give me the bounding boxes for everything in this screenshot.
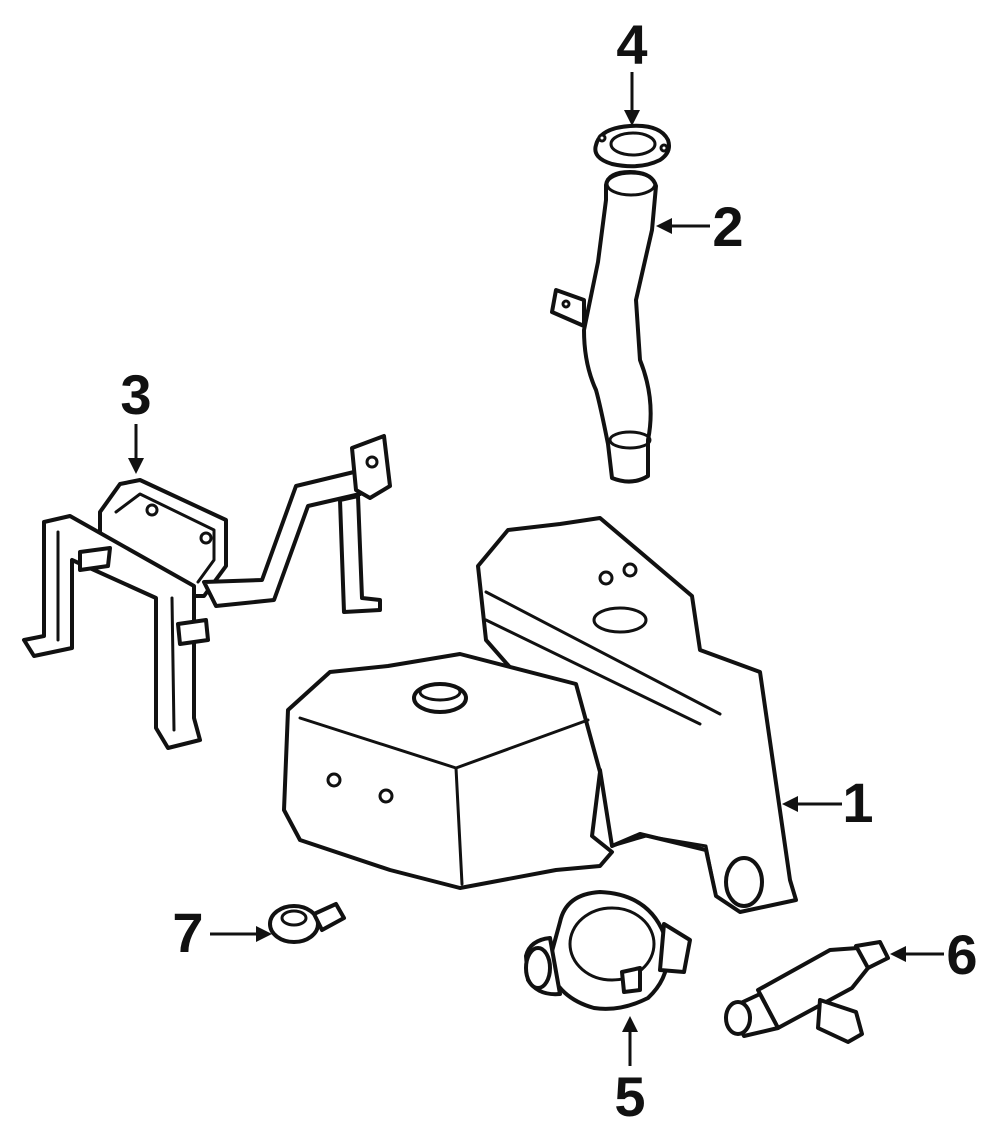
banjo-fitting-part[interactable]: [268, 902, 346, 944]
callout-5: 5: [614, 1065, 645, 1128]
leader-7: [210, 926, 272, 942]
leader-6: [890, 946, 944, 962]
reservoir-tank-part[interactable]: [282, 516, 798, 914]
leader-2: [656, 218, 710, 234]
filler-neck-part[interactable]: [550, 170, 658, 484]
gasket-part[interactable]: [593, 123, 671, 169]
leader-3: [128, 424, 144, 474]
callout-6: 6: [946, 923, 977, 986]
callout-1: 1: [842, 771, 873, 834]
leader-5: [622, 1016, 638, 1066]
callout-3: 3: [120, 363, 151, 426]
callout-7: 7: [172, 901, 203, 964]
level-sensor-part[interactable]: [724, 940, 890, 1044]
leader-1: [782, 796, 842, 812]
washer-pump-part[interactable]: [524, 890, 692, 1011]
leader-4: [624, 72, 640, 126]
callout-2: 2: [712, 195, 743, 258]
callout-4: 4: [616, 13, 647, 76]
bracket-part[interactable]: [22, 434, 392, 750]
